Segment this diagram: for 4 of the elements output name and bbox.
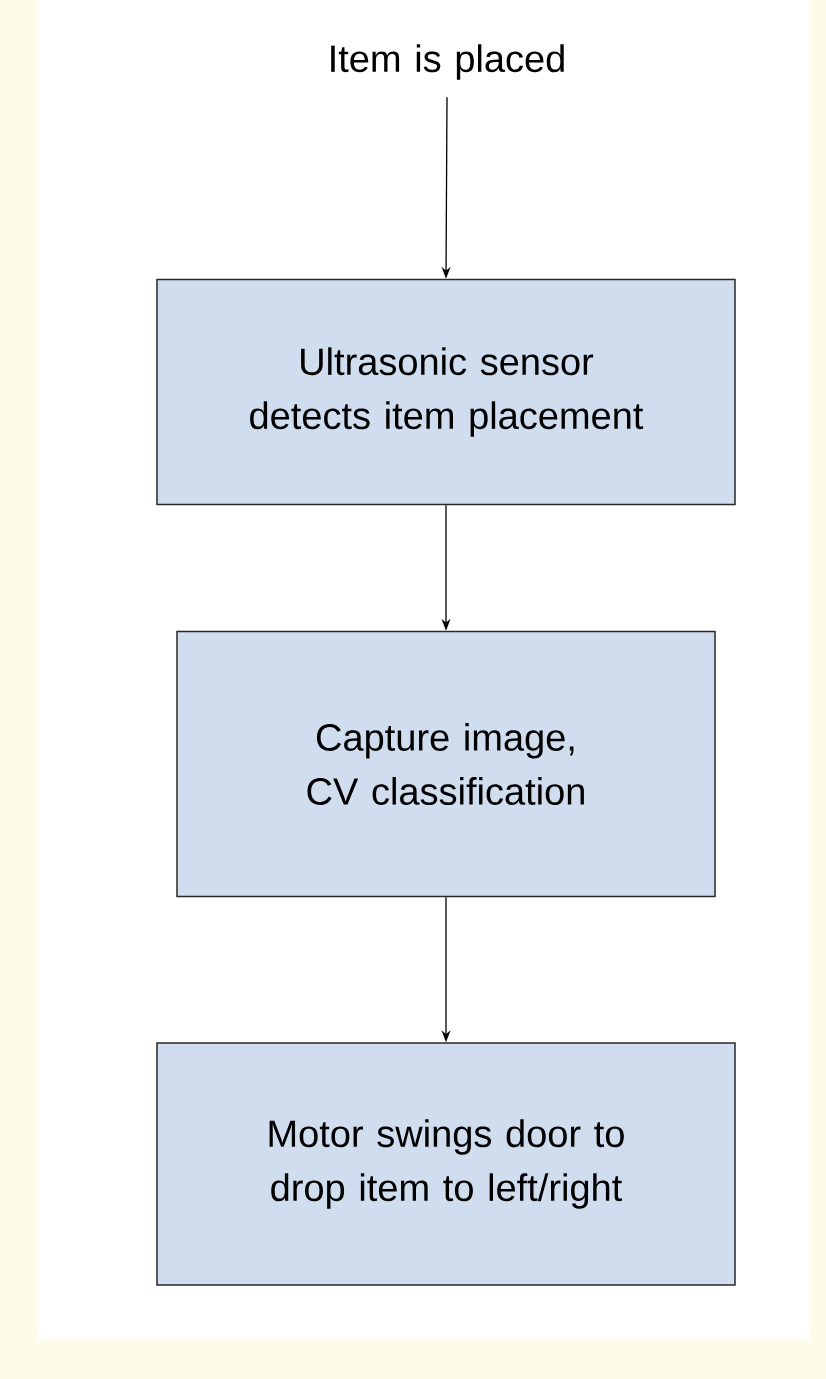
start-label: Item is placed — [331, 44, 564, 80]
process-box: Capture image, CV classification — [176, 630, 716, 898]
process-box: Motor swings door to drop item to left/right — [156, 1042, 736, 1286]
process-box: Ultrasonic sensor detects item placement — [156, 278, 736, 506]
